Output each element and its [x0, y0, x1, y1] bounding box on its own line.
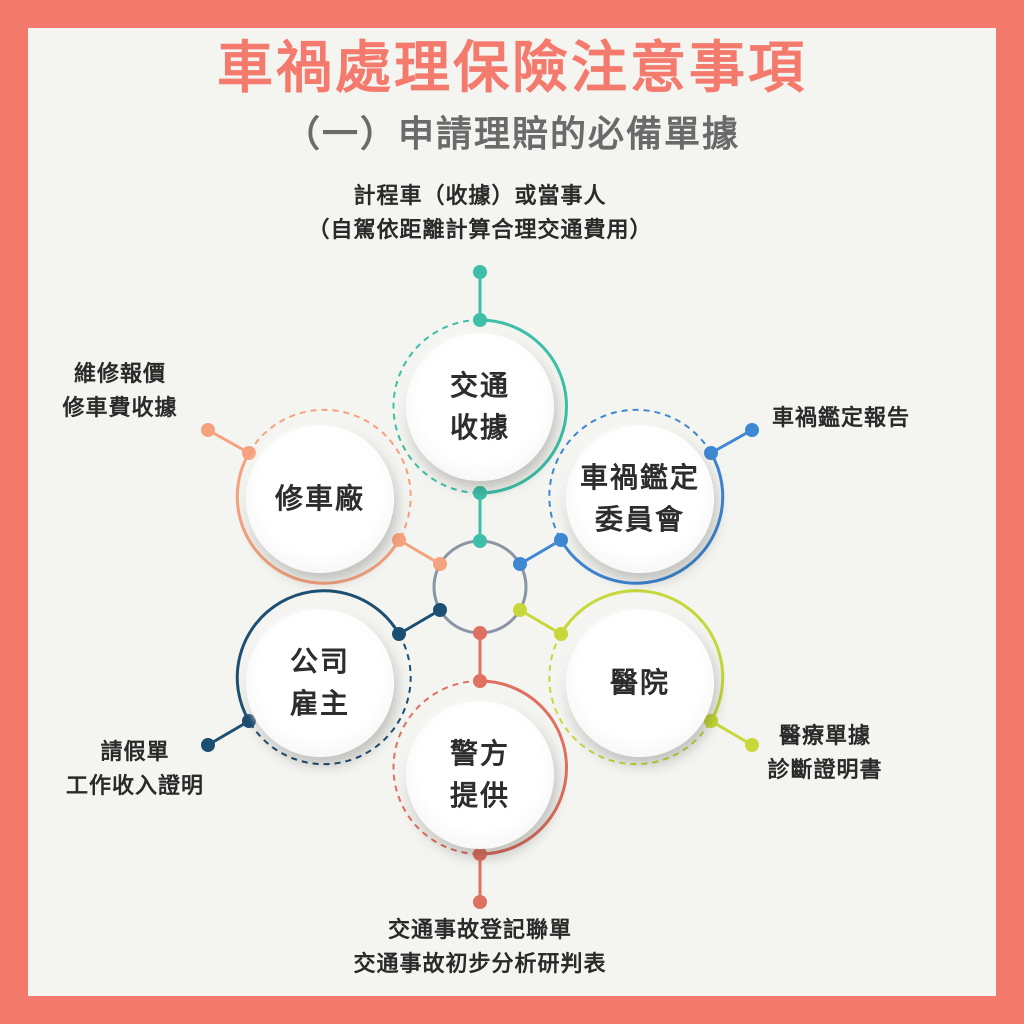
page-subtitle: （一）申請理賠的必備單據	[283, 114, 740, 155]
page-title: 車禍處理保險注意事項	[217, 36, 807, 101]
label-lower-left: 請假單 工作收入證明	[65, 740, 204, 799]
label-top: 計程車（收據）或當事人 （自駕依距離計算合理交通費用）	[307, 184, 653, 243]
connector-upper-right	[513, 408, 759, 585]
node-transport-receipt: 交通 收據	[406, 333, 554, 481]
connector-lower-left	[201, 589, 447, 766]
node-police: 警方 提供	[406, 701, 554, 849]
node-text: 收據	[449, 411, 510, 444]
label-upper-right: 車禍鑑定報告	[772, 406, 911, 431]
label-lower-right: 醫療單據 診斷證明書	[767, 724, 883, 783]
hub-ring	[432, 539, 528, 635]
node-repair-shop: 修車廠	[246, 425, 394, 573]
node-text: 交通	[449, 369, 510, 402]
node-text: 提供	[449, 779, 510, 812]
node-hospital: 醫院	[566, 609, 714, 757]
node-text: 雇主	[289, 687, 350, 720]
node-employer: 公司 雇主	[246, 609, 394, 757]
node-text: 警方	[449, 737, 510, 770]
node-accident-committee: 車禍鑑定 委員會	[566, 425, 714, 573]
connector-top	[392, 265, 568, 548]
label-upper-left: 維修報價 修車費收據	[62, 362, 178, 421]
connector-bottom	[392, 626, 568, 909]
node-text: 公司	[289, 645, 350, 678]
node-text: 醫院	[609, 666, 670, 699]
node-text: 委員會	[594, 503, 685, 536]
node-text: 車禍鑑定	[579, 461, 700, 494]
node-text: 修車廠	[274, 482, 365, 515]
label-bottom: 交通事故登記聯單 交通事故初步分析研判表	[353, 918, 607, 977]
connector-lower-right	[513, 589, 759, 766]
connector-upper-left	[201, 408, 447, 585]
